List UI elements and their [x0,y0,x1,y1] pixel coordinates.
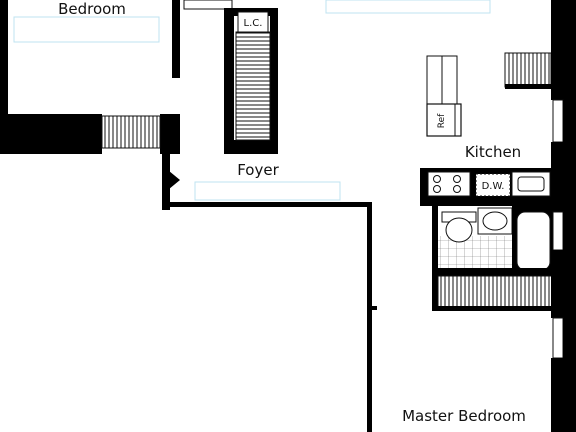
bedroom-left-wall [0,0,8,118]
refrigerator [426,103,462,137]
entry-door-arrow [163,166,180,194]
hall-closet-rack [437,275,553,309]
linen-closet-area [224,8,278,154]
vanity-sink [482,211,508,231]
foyer-label: Foyer [237,161,279,179]
kitchen-pantry-rack [504,52,552,88]
dishwasher [475,173,511,197]
kitchen-label: Kitchen [465,143,521,161]
bedroom-label-box [13,16,160,43]
bathroom-bottom-wall [432,268,554,276]
window [552,99,564,143]
exterior-wall-segment [563,100,576,142]
bedroom-label: Bedroom [58,0,126,18]
closet-shelves [235,31,271,141]
hall-closet-bottom-wall [432,306,554,311]
linen-closet-right-wall [270,8,278,154]
master-bedroom-wall-tick [367,306,377,310]
bedroom-right-wall [172,0,180,78]
bedroom-closet-rack [101,115,161,149]
linen-closet-left-wall [224,8,234,154]
window [552,317,564,359]
stove-burner [453,185,461,193]
exterior-wall-segment [551,0,576,100]
exterior-wall-segment [551,358,576,432]
bathroom-tile-floor [438,236,514,272]
exterior-wall-segment [563,318,576,358]
bedroom-area [0,0,180,154]
kitchen-area [420,52,555,206]
exterior-wall-segment [551,142,576,212]
kitchen-pantry-wall [505,84,553,89]
window [552,211,564,251]
stove-burner [453,175,461,183]
exterior-right-wall [551,0,576,432]
exterior-wall-segment [551,250,576,318]
foyer-area [162,118,341,210]
stove [427,171,471,197]
bedroom-bottom-wall [0,114,102,154]
stove-burner [433,185,441,193]
bathroom-area [432,206,554,311]
master-bedroom-label: Master Bedroom [402,407,526,425]
linen-closet-label: L.C. [244,18,263,29]
linen-closet-bottom-wall [224,140,278,154]
bathroom-left-wall [432,206,438,310]
master-bedroom-top-wall [162,202,372,207]
refrigerator-label: Ref [437,113,447,128]
dishwasher-label: D.W. [482,181,505,192]
foyer-left-wall [162,118,170,210]
master-bedroom-left-wall [367,202,372,432]
stove-burner [433,175,441,183]
foyer-label-box [194,181,341,201]
exterior-wall-segment [563,212,576,250]
kitchen-sink-basin [517,176,545,192]
bathtub [516,211,551,271]
top-center-label-box [325,0,491,14]
toilet-bowl [445,217,473,243]
top-center-fixture [183,0,233,10]
